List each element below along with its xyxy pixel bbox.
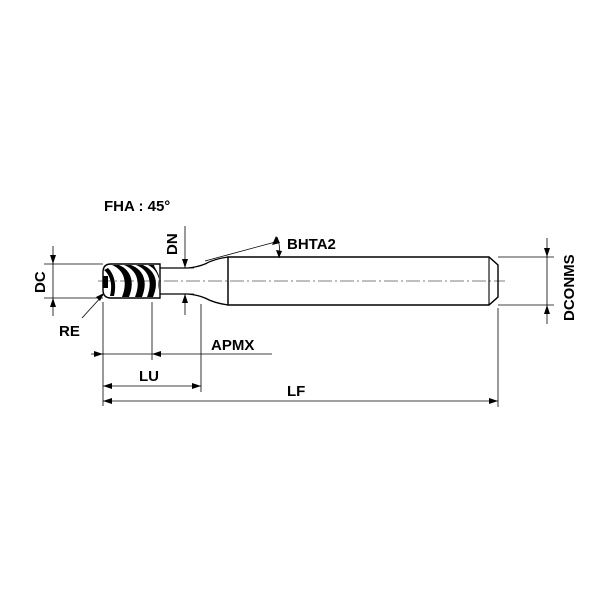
taper-lower xyxy=(180,293,229,306)
dc-label: DC xyxy=(32,271,49,293)
lu-dimension: LU xyxy=(103,304,202,392)
bhta2-ref-line xyxy=(204,240,280,262)
dc-dimension: DC xyxy=(32,246,103,316)
dconms-arrow-top xyxy=(544,248,550,257)
lf-dimension: LF xyxy=(103,308,499,407)
lf-arrow-right xyxy=(489,398,498,404)
bhta2-label: BHTA2 xyxy=(287,236,336,253)
bhta2-arrow-top xyxy=(272,236,280,245)
dconms-label: DCONMS xyxy=(561,254,578,321)
dn-label: DN xyxy=(164,233,181,255)
lf-arrow-left xyxy=(103,398,112,404)
dconms-dimension: DCONMS xyxy=(498,238,578,324)
lu-label: LU xyxy=(139,368,159,385)
flute-3 xyxy=(136,265,156,297)
apmx-label: APMX xyxy=(211,337,254,354)
tip-edge xyxy=(103,276,108,288)
lu-arrow-left xyxy=(103,383,112,389)
dn-arrow-bottom xyxy=(182,294,188,303)
dn-dimension: DN xyxy=(160,226,194,315)
taper-upper xyxy=(180,256,229,269)
end-mill xyxy=(98,256,505,306)
flute-1 xyxy=(112,265,132,297)
dc-arrow-top xyxy=(50,255,56,264)
re-label: RE xyxy=(59,323,80,340)
dconms-arrow-bottom xyxy=(544,305,550,314)
apmx-dimension: APMX xyxy=(91,302,272,406)
dc-arrow-bottom xyxy=(50,298,56,307)
re-arrow xyxy=(96,293,104,301)
flute-5 xyxy=(104,268,116,296)
dn-arrow-top xyxy=(182,259,188,268)
flute-2 xyxy=(124,265,145,297)
apmx-arrow-left xyxy=(94,351,103,357)
lf-label: LF xyxy=(287,383,305,400)
bhta2-arrow-bottom xyxy=(276,250,282,258)
lu-arrow-right xyxy=(192,383,201,389)
bhta2-dimension: BHTA2 xyxy=(204,236,336,262)
cutting-head-outline xyxy=(102,263,161,299)
fha-label: FHA : 45° xyxy=(104,198,170,215)
re-dimension: RE xyxy=(59,293,104,340)
flutes xyxy=(103,265,160,297)
flute-4 xyxy=(148,265,160,290)
apmx-arrow-right xyxy=(152,351,161,357)
